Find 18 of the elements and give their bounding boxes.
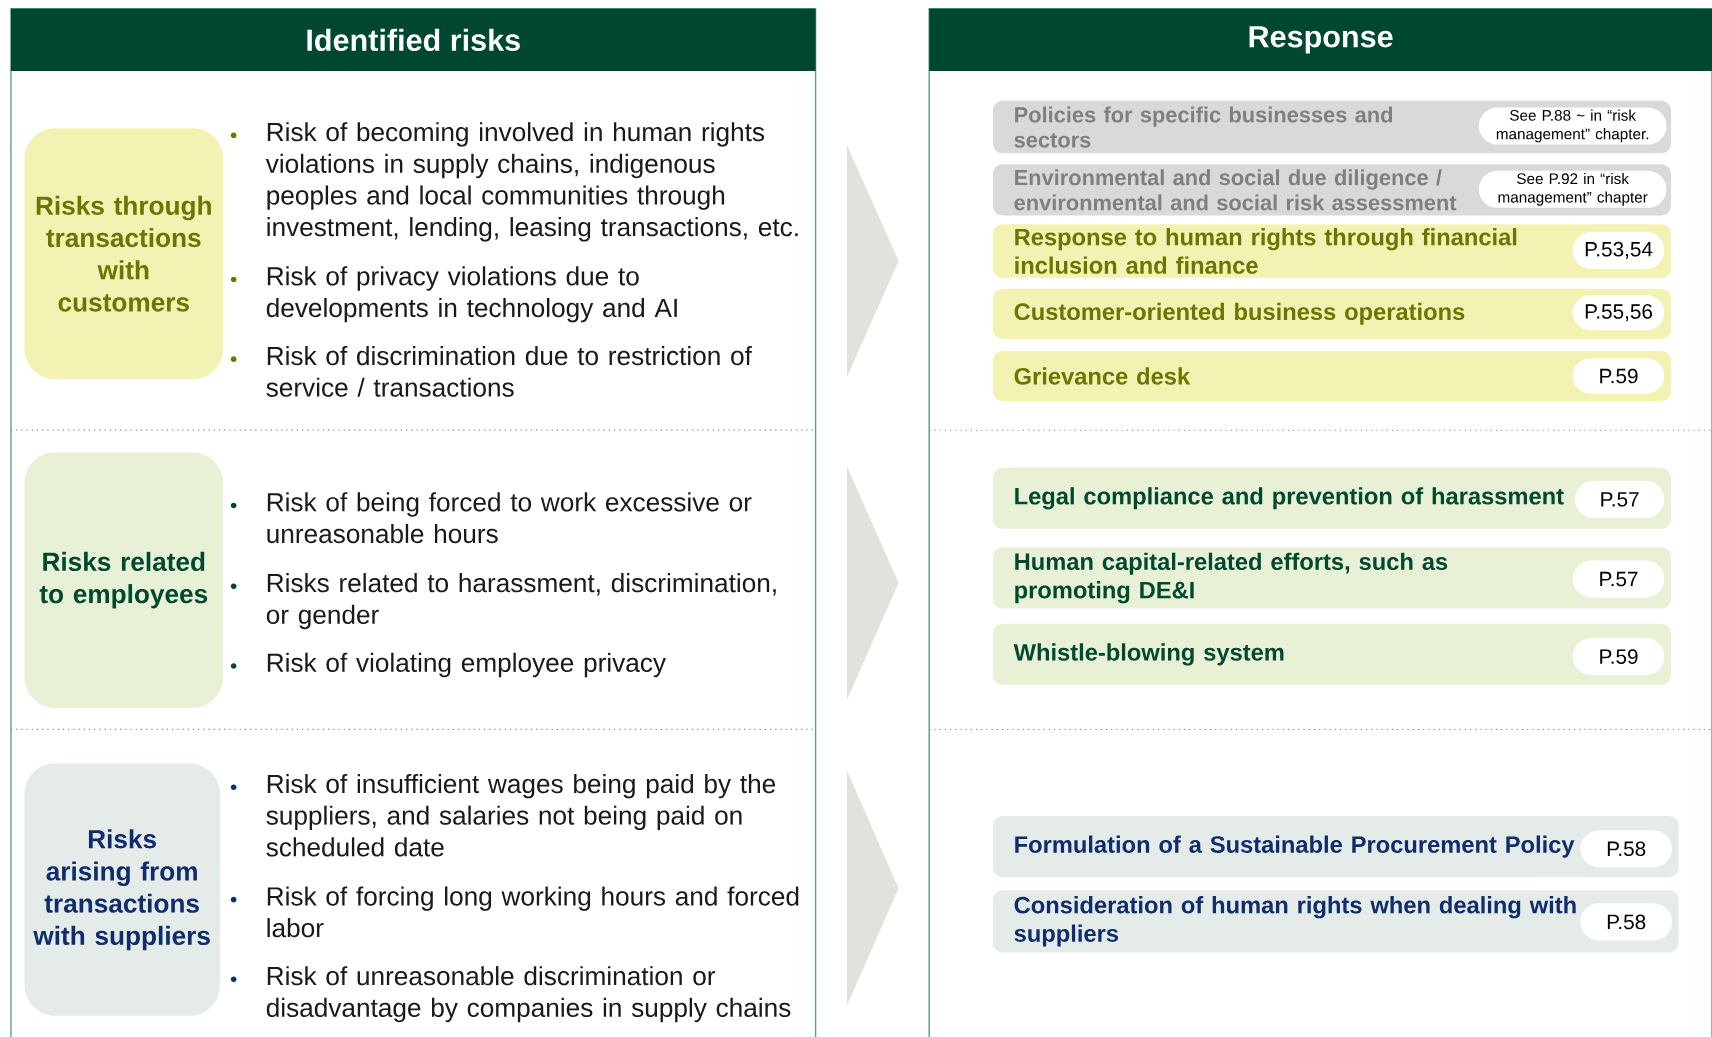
category-box: Risks related to employees — [24, 452, 224, 708]
chevron-arrow — [847, 466, 899, 700]
page-badge: See P.88 ~ in “risk management” chapter. — [1478, 107, 1667, 145]
chevron-arrow — [847, 145, 899, 377]
bullet-item: Risk of insufficient wages being paid by the suppliers, and salaries not being paid on scheduled date — [230, 773, 776, 857]
bullet-item: Risk of discrimination due to restriction of service / transactions — [230, 345, 752, 397]
bullet-item: Risk of forcing long working hours and forced labor — [230, 886, 799, 938]
category-box: Risks arising from transactions with suppliers — [24, 763, 220, 1016]
bullet-item: Risk of privacy violations due to developments in technology and AI — [230, 266, 677, 323]
bullet-item: Risk of being forced to work excessive or unreasonable hours — [230, 492, 752, 544]
bullet-item: Risk of violating employee privacy — [230, 652, 666, 678]
page-badge: See P.92 in “risk management” chapter — [1478, 170, 1667, 208]
page-badge: P.59 — [1572, 637, 1665, 676]
bullet-item: Risk of becoming involved in human rights violations in supply chains, indigenous peoples and local communities through investment, lending, leasing transactions, etc. — [230, 122, 798, 242]
bullet-item: Risk of unreasonable discrimination or disadvantage by companies in supply chains — [230, 966, 791, 1023]
bullet-item: Risks related to harassment, discrimination, or gender — [230, 572, 776, 630]
chevron-arrow — [847, 770, 899, 1006]
category-box: Risks through transactions with customers — [24, 128, 224, 380]
